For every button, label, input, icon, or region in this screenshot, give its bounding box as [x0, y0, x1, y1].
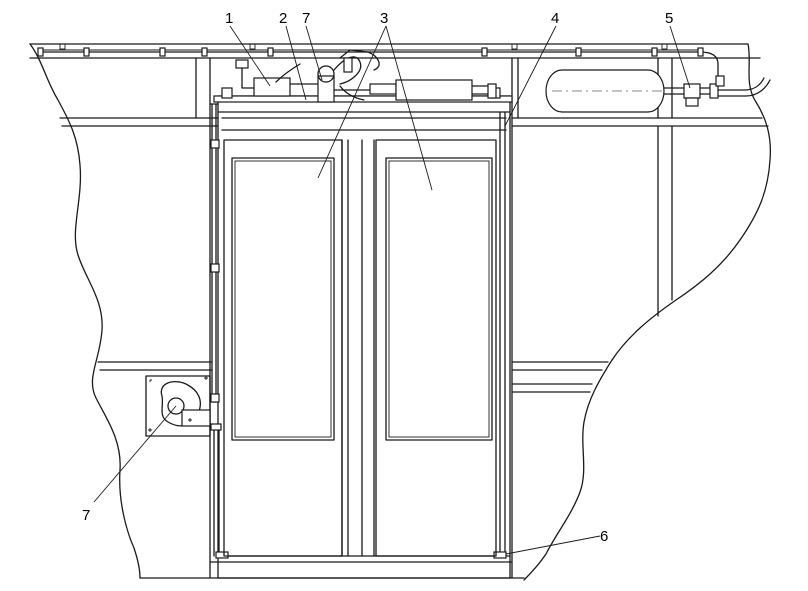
callout-1: 1 [225, 10, 233, 27]
door-portal [209, 95, 513, 579]
body-framing [59, 57, 769, 579]
callout-7-top: 7 [302, 10, 310, 27]
callout-7-bottom: 7 [82, 507, 90, 524]
air-reservoir [545, 69, 771, 113]
car-body-outline [29, 43, 772, 581]
leader-lines [93, 25, 691, 555]
callout-3: 3 [380, 10, 388, 27]
callout-labels: 1 2 7 3 4 5 6 7 [82, 10, 673, 545]
callout-6: 6 [600, 528, 608, 545]
door-mechanism [213, 49, 513, 103]
emergency-handle-panel [145, 375, 211, 437]
roof-conduit [37, 43, 719, 79]
callout-2: 2 [279, 10, 287, 27]
callout-4: 4 [551, 10, 559, 27]
door-leaves [221, 129, 507, 557]
callout-5: 5 [665, 10, 673, 27]
